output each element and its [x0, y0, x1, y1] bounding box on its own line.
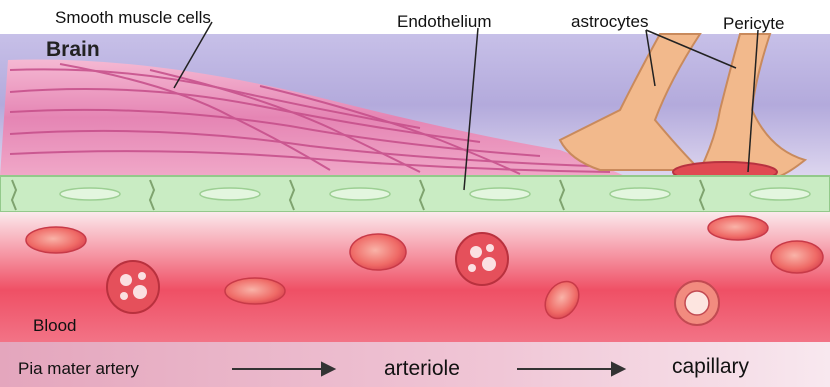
- astrocytes-label: astrocytes: [571, 12, 648, 32]
- blood-label: Blood: [33, 316, 76, 336]
- capillary-label: capillary: [672, 355, 749, 379]
- endothelium-label: Endothelium: [397, 12, 492, 32]
- brain-label: Brain: [46, 38, 100, 62]
- pericyte-label: Pericyte: [723, 14, 784, 34]
- endothelium-layer: [0, 176, 830, 212]
- smooth-muscle-label: Smooth muscle cells: [55, 8, 211, 28]
- arteriole-label: arteriole: [384, 357, 460, 381]
- pia-mater-artery-label: Pia mater artery: [18, 359, 139, 379]
